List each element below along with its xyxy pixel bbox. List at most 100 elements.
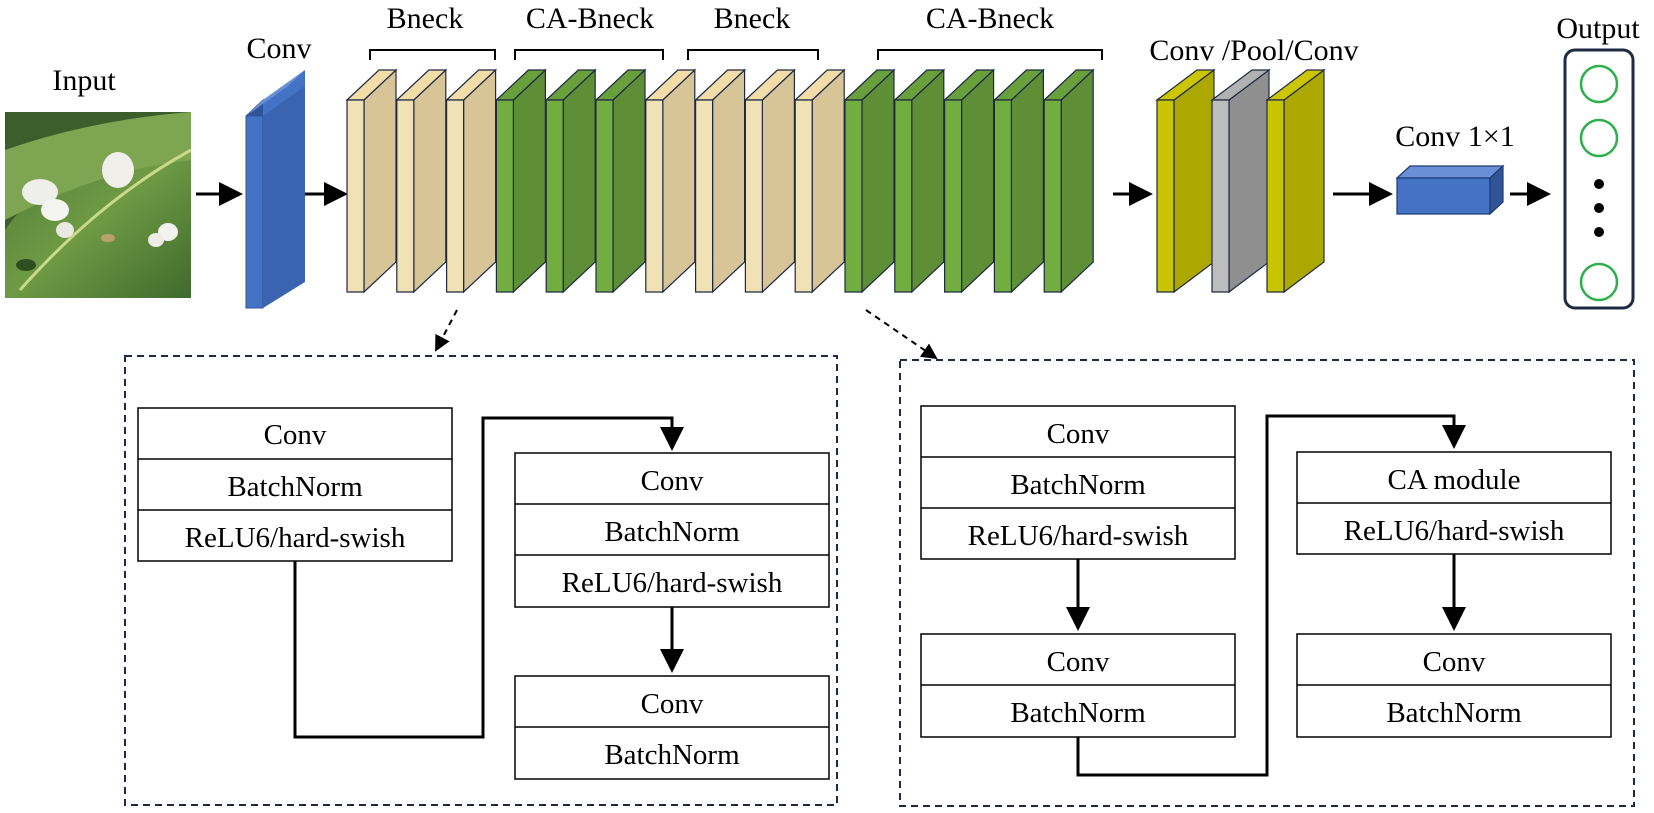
right-d-conv: Conv <box>1423 646 1486 678</box>
bneck-slab-3-side <box>463 68 497 294</box>
bneck-slab-8-front <box>694 99 714 293</box>
right-block-b: Conv BatchNorm <box>920 633 1236 738</box>
group-brackets <box>369 49 1103 60</box>
bneck-slab-10-side <box>811 68 845 294</box>
bneck-slab-14-front <box>993 99 1013 293</box>
bneck-slab-8 <box>694 68 747 294</box>
right-a-batchnorm: BatchNorm <box>1010 469 1146 501</box>
conv-pool-conv-label: Conv /Pool/Conv <box>1149 34 1358 67</box>
bneck-slab-12-front <box>894 99 913 293</box>
bneck-slab-6-front <box>595 99 614 293</box>
left-block-a: Conv BatchNorm ReLU6/hard-swish <box>137 407 453 562</box>
left-detail-frame <box>124 355 838 806</box>
head-slab-1-front <box>1156 99 1175 293</box>
right-d-batchnorm: BatchNorm <box>1386 697 1522 729</box>
bracket-ca-bneck-1 <box>514 49 664 60</box>
left-a-activation: ReLU6/hard-swish <box>185 522 406 554</box>
left-b-activation: ReLU6/hard-swish <box>562 567 783 599</box>
bracket-bneck-2 <box>687 49 819 60</box>
bneck-slab-9-side <box>761 68 796 294</box>
bneck-slab-7 <box>644 68 697 294</box>
left-connectors <box>293 416 684 739</box>
ellipsis-dot-1 <box>1594 179 1604 189</box>
right-c-ca-module: CA module <box>1388 464 1521 496</box>
right-block-a: Conv BatchNorm ReLU6/hard-swish <box>920 405 1236 560</box>
right-block-c: CA module ReLU6/hard-swish <box>1296 451 1612 555</box>
bneck-slab-15-side <box>1060 68 1094 294</box>
head-slab-3 <box>1265 68 1326 294</box>
bneck-slab-5 <box>544 68 597 294</box>
right-a-activation: ReLU6/hard-swish <box>968 520 1189 552</box>
left-c-conv: Conv <box>641 688 704 720</box>
left-a-batchnorm: BatchNorm <box>227 471 363 503</box>
head-slab-1 <box>1155 68 1216 294</box>
bneck-slab-12-side <box>911 68 945 294</box>
ca-bneck-label-1: CA-Bneck <box>526 2 654 35</box>
left-b-batchnorm: BatchNorm <box>604 516 740 548</box>
left-b-conv: Conv <box>641 465 704 497</box>
bneck-slab-3-front <box>446 99 465 293</box>
bneck-slab-1-side <box>363 68 397 294</box>
bneck-slab-14-side <box>1010 68 1045 294</box>
bneck-slab-9 <box>743 68 796 294</box>
bneck-slab-15-front <box>1043 99 1062 293</box>
bneck-slab-14 <box>992 68 1045 294</box>
bneck-slab-10-front <box>794 99 813 293</box>
left-detail-panel: Conv BatchNorm ReLU6/hard-swish Conv Bat… <box>124 355 838 806</box>
bneck-slab-11 <box>843 68 896 294</box>
input-image <box>5 112 192 298</box>
bneck-slab-4 <box>494 68 547 294</box>
head-slab-3-front <box>1266 99 1285 293</box>
bneck-slab-5-side <box>562 68 596 294</box>
head-slab-2-side <box>1228 68 1270 294</box>
bneck-slab-10 <box>793 68 846 294</box>
bneck-slab-13-front <box>943 99 963 293</box>
output-node-n <box>1579 262 1619 302</box>
head-slab-2 <box>1210 68 1271 294</box>
right-c-activation: ReLU6/hard-swish <box>1344 515 1565 547</box>
output-node-1 <box>1579 64 1619 104</box>
bneck-slab-12 <box>893 68 946 294</box>
bneck-slab-7-side <box>662 68 696 294</box>
bneck-slab-13-side <box>960 68 995 294</box>
bneck-slab-2 <box>395 68 448 294</box>
bneck-slab-9-front <box>744 99 764 293</box>
bneck-label-2: Bneck <box>714 2 791 35</box>
right-detail-panel: Conv BatchNorm ReLU6/hard-swish Conv Bat… <box>899 359 1635 807</box>
right-b-batchnorm: BatchNorm <box>1010 697 1146 729</box>
conv-block <box>245 70 305 310</box>
conv1x1-label: Conv 1×1 <box>1395 120 1514 153</box>
bneck-slab-2-front <box>396 99 415 293</box>
ellipsis-dot-3 <box>1594 227 1604 237</box>
bneck-slab-4-side <box>512 68 547 294</box>
bneck-slab-3 <box>445 68 498 294</box>
conv-label: Conv <box>246 32 311 65</box>
right-detail-frame <box>899 359 1635 807</box>
ellipsis-dot-2 <box>1594 203 1604 213</box>
pointer-left-detail <box>435 309 458 352</box>
bracket-ca-bneck-2 <box>877 49 1103 60</box>
output-column <box>1563 48 1635 310</box>
head-slab-1-side <box>1173 68 1215 294</box>
bneck-slab-4-front <box>495 99 515 293</box>
bneck-slab-5-front <box>545 99 564 293</box>
bneck-label-1: Bneck <box>387 2 464 35</box>
right-block-d: Conv BatchNorm <box>1296 633 1612 738</box>
left-c-batchnorm: BatchNorm <box>604 739 740 771</box>
ca-bneck-label-2: CA-Bneck <box>926 2 1054 35</box>
left-a-conv: Conv <box>264 419 327 451</box>
input-label: Input <box>52 64 116 97</box>
right-a-conv: Conv <box>1047 418 1110 450</box>
output-node-2 <box>1579 118 1619 158</box>
bneck-slabs <box>345 68 1095 294</box>
bneck-slab-7-front <box>645 99 664 293</box>
head-blocks <box>1155 68 1326 294</box>
head-slab-3-side <box>1283 68 1325 294</box>
bneck-slab-13 <box>943 68 996 294</box>
pointer-right-detail <box>865 309 938 360</box>
bneck-slab-8-side <box>711 68 746 294</box>
head-slab-2-front <box>1211 99 1230 293</box>
bneck-slab-1-front <box>346 99 365 293</box>
right-b-conv: Conv <box>1047 646 1110 678</box>
